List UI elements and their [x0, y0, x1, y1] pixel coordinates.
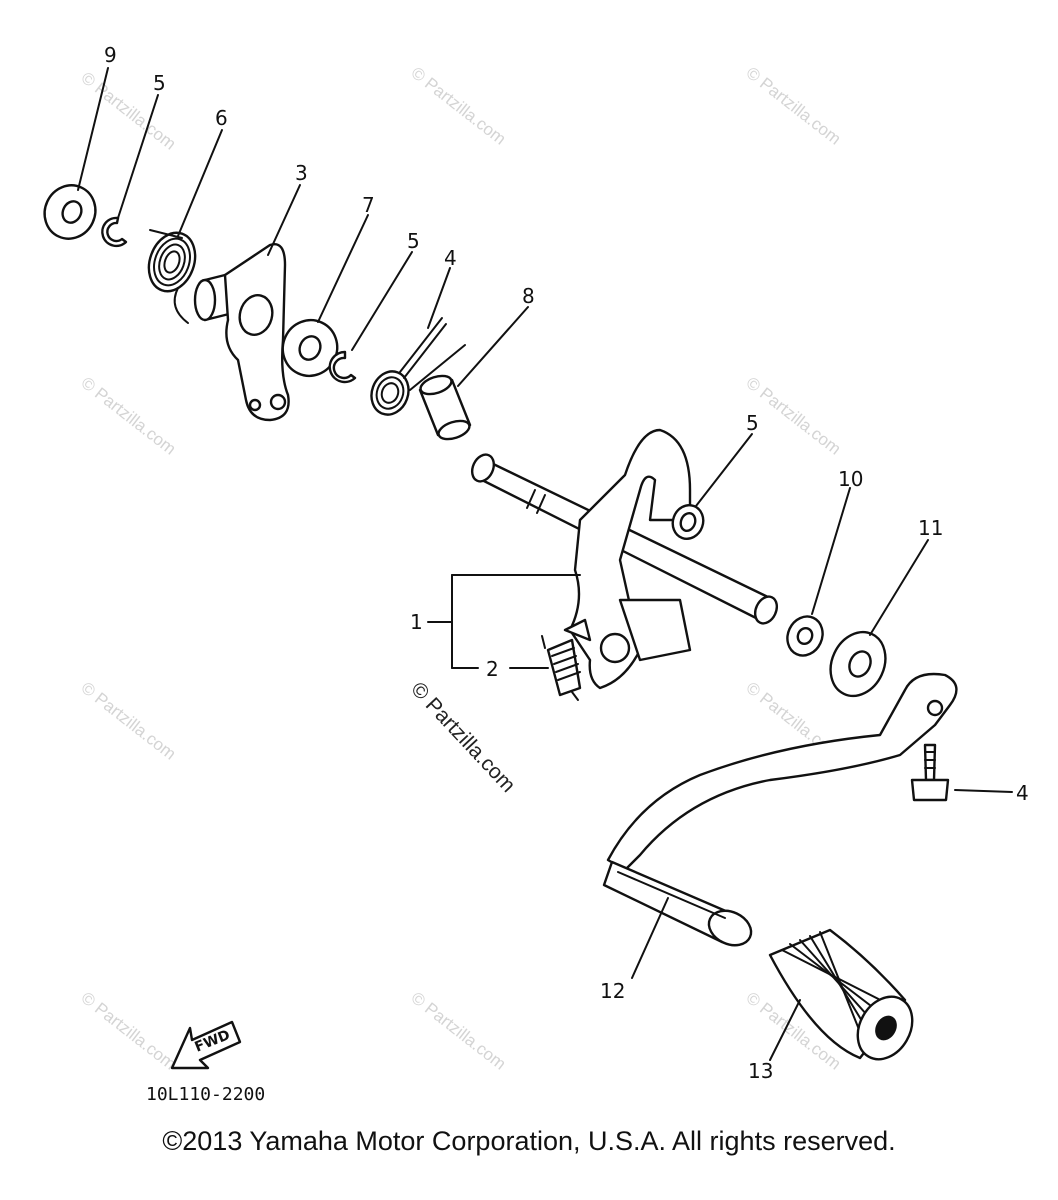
callouts: 9 5 6 3 7 5 4 8 5 10 11 1 2 4 12 13	[104, 43, 1029, 1083]
part-5-circlip-a	[101, 216, 128, 248]
part-9-washer	[43, 184, 97, 240]
callout-3: 3	[295, 161, 308, 185]
diagram-part-number: 10L110-2200	[146, 1084, 265, 1105]
part-4-spring	[370, 317, 466, 416]
watermark: © Partzilla.com	[78, 373, 180, 459]
part-4-bolt	[910, 743, 950, 802]
callout-12: 12	[600, 979, 625, 1003]
callout-5: 5	[407, 229, 420, 253]
callout-10: 10	[838, 467, 863, 491]
leader-lines	[77, 67, 1013, 1061]
callout-5: 5	[746, 411, 759, 435]
part-11-seal	[829, 630, 887, 698]
callout-13: 13	[748, 1059, 773, 1083]
watermark: © Partzilla.com	[743, 63, 845, 149]
callout-2: 2	[486, 657, 499, 681]
part-7-washer	[281, 318, 339, 378]
watermark-center: © Partzilla.com	[406, 678, 519, 797]
part-13-pedal-rubber	[768, 928, 914, 1061]
callout-9: 9	[104, 43, 117, 67]
callout-1: 1	[410, 610, 423, 634]
part-8-collar	[418, 374, 472, 441]
callout-7: 7	[362, 193, 375, 217]
part-3-lever	[193, 243, 290, 422]
part-10-washer	[786, 615, 824, 657]
part-12-shift-pedal	[602, 672, 958, 947]
part-2-spring	[541, 635, 582, 701]
callout-8: 8	[522, 284, 535, 308]
part-6-spring	[147, 229, 197, 324]
watermark: © Partzilla.com	[78, 988, 180, 1074]
watermark: © Partzilla.com	[408, 63, 510, 149]
part-5-circlip-b	[328, 350, 357, 384]
callout-5: 5	[153, 71, 166, 95]
fwd-arrow: FWD	[170, 1020, 242, 1070]
callout-4: 4	[1016, 781, 1029, 805]
part-5-circlip-c	[671, 504, 705, 540]
watermark: © Partzilla.com	[408, 988, 510, 1074]
callout-6: 6	[215, 106, 228, 130]
part-1-shift-shaft	[470, 428, 779, 690]
callout-4: 4	[444, 246, 457, 270]
callout-11: 11	[918, 516, 943, 540]
watermark: © Partzilla.com	[78, 678, 180, 764]
copyright-notice: ©2013 Yamaha Motor Corporation, U.S.A. A…	[162, 1126, 896, 1156]
